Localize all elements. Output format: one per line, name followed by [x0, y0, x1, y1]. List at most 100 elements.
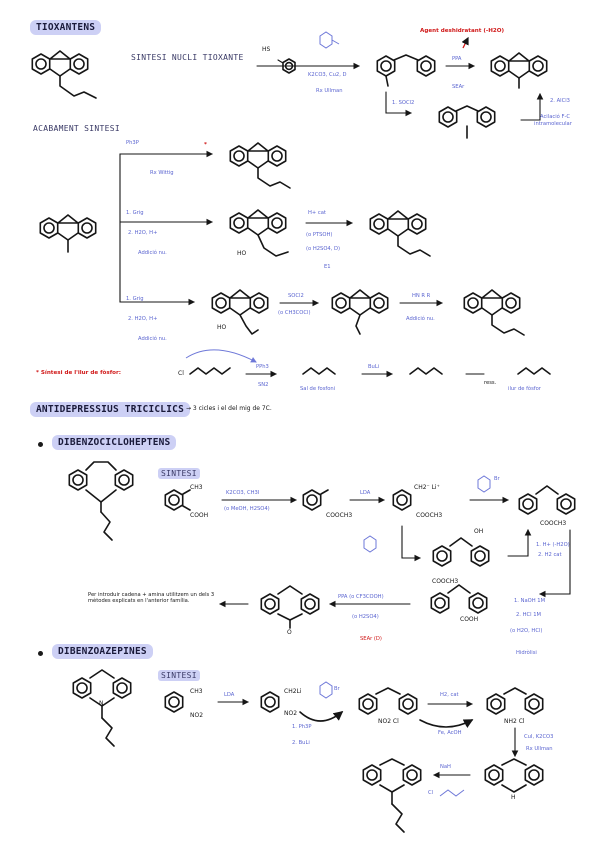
cond-hnr: HN R R	[412, 293, 431, 299]
cond-hcat: H+ cat	[308, 210, 326, 216]
cond-sear: SEAr	[452, 84, 465, 90]
diaryl-thioether-acid	[376, 54, 436, 87]
cond-grig-2: 1. Grig	[126, 296, 144, 302]
dch-cooh-2: COOH	[460, 616, 479, 623]
heading-sintesi-nucli: SINTESI NUCLI TIOXANTE	[131, 53, 244, 62]
daz-no2-2: NO2	[284, 710, 298, 717]
heading-antidepressius: ANTIDEPRESSIUS TRICICLICS	[30, 402, 190, 417]
antidep-note: → 3 cicles i el del mig de 7C.	[186, 405, 272, 412]
heading-dibenzoazepines: DIBENZOAZEPINES	[52, 644, 153, 659]
dch-lda: LDA	[360, 490, 371, 496]
iminodibenzyl	[484, 758, 544, 793]
daz-no2: NO2	[190, 712, 204, 719]
thioxanthene-core-structure	[32, 51, 97, 99]
ilur-buli: BuLi	[368, 364, 380, 370]
daz-nh2-cl: NH2 Cl	[504, 718, 525, 725]
vinyl-alkene-intermediate	[332, 290, 387, 335]
ilur-sn2: SN2	[258, 382, 269, 388]
arrow-alcl3	[520, 92, 544, 121]
heading-sintesi-2: SINTESI	[158, 670, 200, 681]
cond-ppa: PPA	[452, 56, 462, 62]
benzylic-lithium	[392, 489, 412, 511]
bullet-dibenzoazepines	[38, 651, 43, 656]
lithiated-nitrotoluene	[260, 691, 280, 713]
reagent-hs: HS	[262, 46, 271, 53]
thioxanthone	[491, 53, 546, 89]
ilur-cl: Cl	[178, 370, 184, 377]
daz-ch3: CH3	[190, 688, 203, 695]
cond-h2o-2: 2. H2O, H+	[128, 316, 158, 322]
dch-cooh: COOH	[190, 512, 209, 519]
cond-h2o-1: 2. H2O, H+	[128, 230, 158, 236]
daz-n: N	[99, 700, 104, 707]
cond-ch3cocl: (o CH3COCl)	[278, 310, 311, 316]
dch-naoh: 1. NaOH 1M	[514, 598, 546, 604]
amino-dihydro-intermediate	[486, 687, 544, 715]
daz-lda: LDA	[224, 692, 235, 698]
heading-acabament: ACABAMENT SINTESI	[33, 124, 120, 133]
agent-deshidratant: Agent deshidratant (-H2O)	[420, 28, 505, 34]
product-wittig	[230, 143, 291, 189]
dch-h-h2o: 1. H+ (-H2O)	[536, 542, 570, 548]
acyl-chloride-intermediate	[438, 105, 496, 139]
dibenzosuberone	[260, 585, 320, 629]
dch-cooch3-2: COOCH3	[416, 512, 443, 519]
heading-tioxantens: TIOXANTENS	[30, 20, 102, 35]
coupled-diaryl-ester	[518, 485, 576, 515]
cond-ptsoh: (o PTSOH)	[306, 232, 333, 238]
daz-ullman: Rx Ullman	[526, 746, 553, 752]
toluic-acid	[164, 489, 191, 511]
ilur-label: ilur de fòsfor	[508, 386, 541, 392]
cond-e1: E1	[324, 264, 331, 270]
final-azepine	[362, 758, 422, 833]
dch-k2co3: K2CO3, CH3I	[226, 490, 260, 496]
cond-intramolecular: intramolecular	[534, 121, 572, 127]
halobenzoic-reagent-drawing	[319, 31, 340, 49]
daz-h2cat: H2, cat	[440, 692, 459, 698]
daz-wittig-1: 1. Ph3P	[292, 724, 312, 730]
dch-hcl: 2. HCl 1M	[516, 612, 541, 618]
chlorobenzyl-reagent-drawing	[319, 681, 333, 699]
cond-ph3p: Ph3P	[126, 140, 139, 146]
daz-nah: NaH	[440, 764, 451, 770]
ilur-title: * Síntesi de l'ilur de fòsfor:	[36, 370, 121, 376]
dch-cooch3-1: COOCH3	[326, 512, 353, 519]
nitro-stilbene	[358, 687, 418, 715]
cond-addicio-3: Addició nu.	[406, 316, 435, 322]
daz-cl: Cl	[428, 790, 434, 796]
cond-alcl3: 2. AlCl3	[550, 98, 570, 104]
alkyl-halide-chain	[189, 367, 231, 375]
daz-fe: Fe, AcOH	[438, 730, 462, 736]
cond-addicio-2: Addició nu.	[138, 336, 167, 342]
dch-oh: OH	[474, 528, 484, 535]
heading-dibenzocicloheptens: DIBENZOCICLOHEPTENS	[52, 435, 177, 450]
dibenzocycloheptene-core	[68, 461, 134, 541]
product-michael	[464, 290, 525, 336]
cond-socl2-2: SOCl2	[288, 293, 304, 299]
cond-wittig: Rx Wittig	[150, 170, 174, 176]
daz-wittig-2: 2. BuLi	[292, 740, 310, 746]
dch-cooch3-3: COOCH3	[432, 578, 459, 585]
vinyl-alcohol-intermediate	[212, 290, 267, 335]
benzyl-bromide-reagent	[477, 475, 491, 493]
bullet-dibenzocicloheptens	[38, 442, 43, 447]
dch-h2o-hcl: (o H2O, HCl)	[510, 628, 543, 634]
arrow-socl2	[385, 91, 413, 117]
dch-ch2li: CH2⁻ Li⁺	[414, 484, 440, 491]
methyl-toluate	[302, 489, 329, 511]
cond-ullman: Rx Ullman	[316, 88, 343, 94]
daz-h: H	[511, 794, 516, 801]
ilur-sal: Sal de fosfoni	[300, 386, 336, 392]
thioxanthone-start	[40, 215, 95, 253]
nitrotoluene	[164, 691, 184, 713]
dibenzyl-carboxylic-acid	[430, 584, 488, 614]
thiophenol-reagent	[277, 58, 296, 74]
dch-h2so4: (o H2SO4)	[352, 614, 379, 620]
benzylic-alcohol-intermediate	[432, 537, 490, 567]
tertiary-alcohol-intermediate	[230, 210, 289, 257]
dch-ch3: CH3	[190, 484, 203, 491]
daz-no2-cl: NO2 Cl	[378, 718, 399, 725]
cond-acilacio: Acilació F-C	[540, 114, 570, 120]
dch-cooch3-4: COOCH3	[540, 520, 567, 527]
